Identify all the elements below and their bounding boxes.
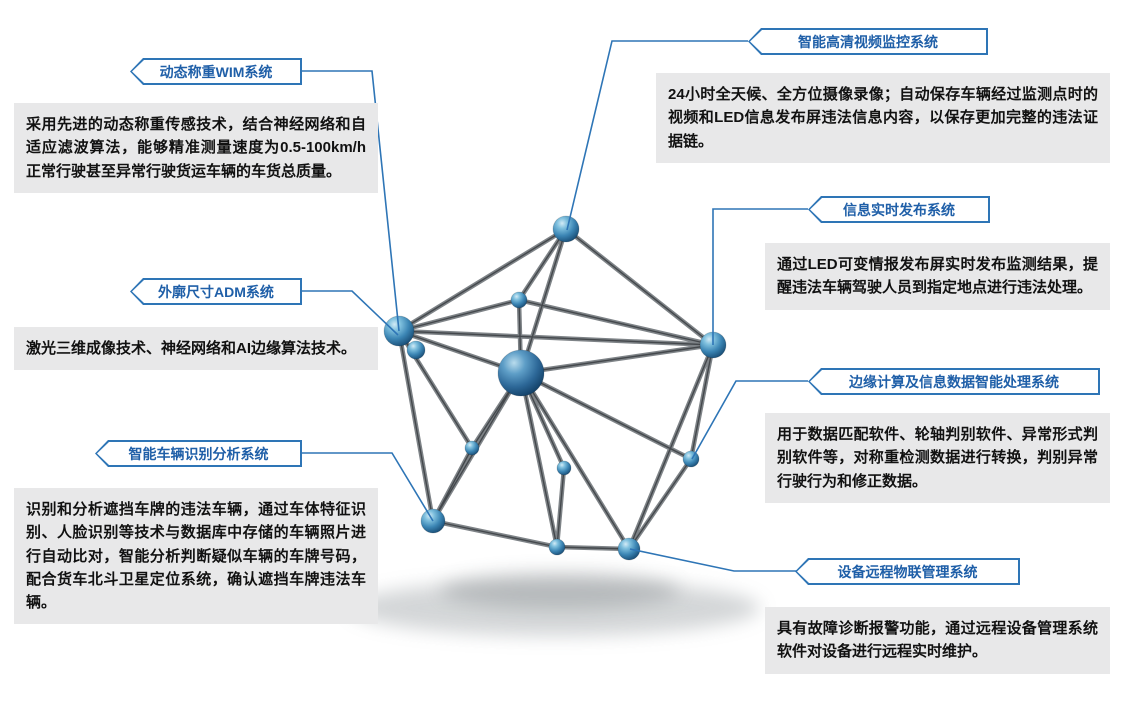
connector-line (302, 70, 400, 332)
wim-system-description: 采用先进的动态称重传感技术，结合神经网络和自适应滤波算法，能够精准测量速度为0.… (14, 103, 378, 193)
network-node (406, 340, 426, 360)
network-node (464, 440, 480, 456)
banner-edge-computing-system: 边缘计算及信息数据智能处理系统 (808, 368, 1100, 395)
connector-line (302, 452, 434, 522)
banner-remote-management-system: 设备远程物联管理系统 (795, 558, 1020, 585)
network-node (548, 538, 566, 556)
network-node (510, 291, 528, 309)
banner-label: 智能高清视频监控系统 (750, 30, 986, 53)
banner-label: 边缘计算及信息数据智能处理系统 (810, 370, 1098, 393)
edge-computing-description: 用于数据匹配软件、轮轴判别软件、异常形式判别软件等，对称重检测数据进行转换，判别… (765, 413, 1110, 503)
banner-info-publish-system: 信息实时发布系统 (808, 196, 990, 223)
video-surveillance-description: 24小时全天候、全方位摄像录像；自动保存车辆经过监测点时的视频和LED信息发布屏… (656, 73, 1110, 163)
connector-line (302, 290, 399, 336)
banner-wim-system: 动态称重WIM系统 (130, 58, 302, 85)
network-node (617, 537, 641, 561)
connector-line (566, 40, 748, 231)
banner-label: 智能车辆识别分析系统 (97, 442, 300, 465)
connector-line (691, 380, 808, 460)
ground-shadow-dark (440, 572, 680, 608)
callout-connectors (302, 40, 808, 572)
adm-system-description: 激光三维成像技术、神经网络和AI边缘算法技术。 (14, 327, 378, 371)
network-node (556, 460, 572, 476)
banner-video-surveillance-system: 智能高清视频监控系统 (748, 28, 988, 55)
info-publish-description: 通过LED可变情报发布屏实时发布监测结果，提醒违法车辆驾驶人员到指定地点进行违法… (765, 243, 1110, 310)
network-edges (399, 229, 713, 549)
banner-adm-system: 外廓尺寸ADM系统 (130, 278, 302, 305)
remote-management-description: 具有故障诊断报警功能，通过远程设备管理系统软件对设备进行远程实时维护。 (765, 607, 1110, 674)
network-nodes (383, 215, 727, 561)
connector-line (629, 548, 806, 572)
banner-label: 设备远程物联管理系统 (797, 560, 1018, 583)
vehicle-id-system-description: 识别和分析遮挡车牌的违法车辆，通过车体特征识别、人脸识别等技术与数据库中存储的车… (14, 488, 378, 625)
network-node (682, 450, 700, 468)
network-node-center (497, 349, 545, 397)
connector-line (712, 208, 808, 345)
banner-label: 动态称重WIM系统 (132, 60, 300, 83)
network-node (552, 215, 580, 243)
banner-label: 外廓尺寸ADM系统 (132, 280, 300, 303)
banner-vehicle-id-system: 智能车辆识别分析系统 (95, 440, 302, 467)
banner-label: 信息实时发布系统 (810, 198, 988, 221)
